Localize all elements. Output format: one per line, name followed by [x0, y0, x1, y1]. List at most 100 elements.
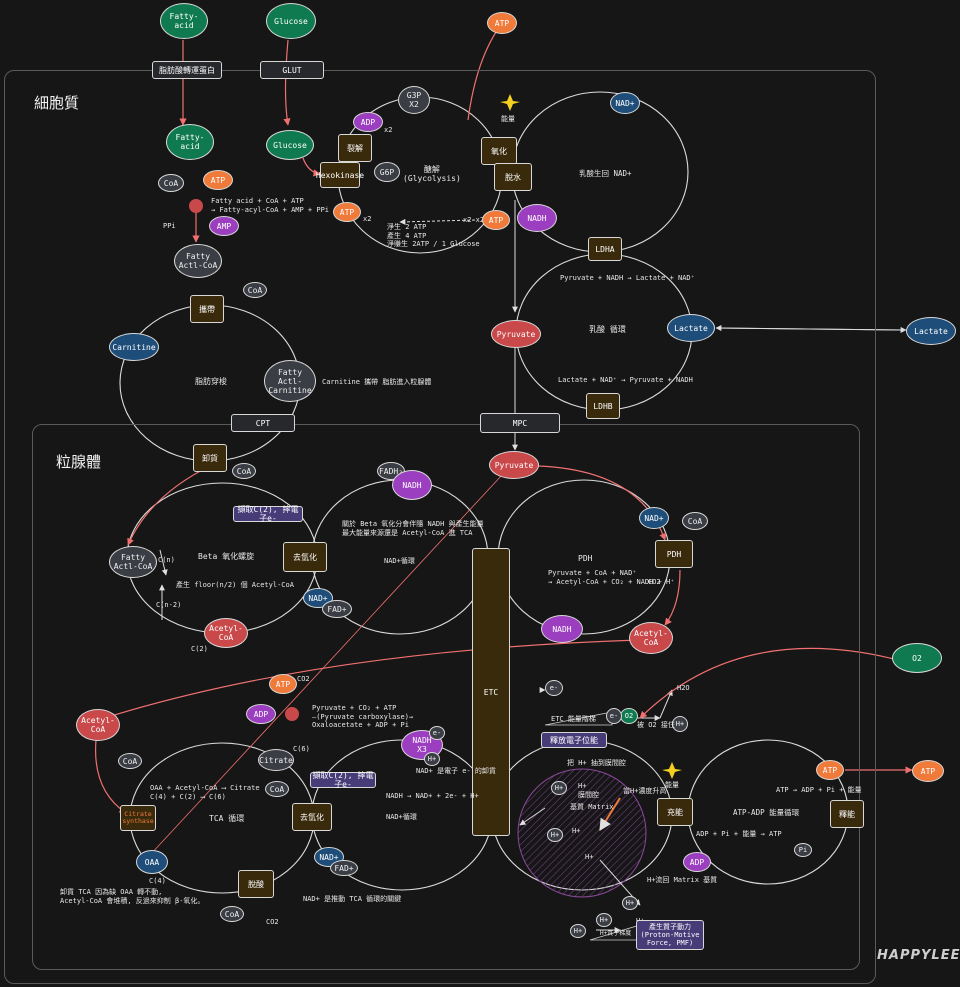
nad-regen-title: 乳酸生回 NAD+ [579, 169, 632, 178]
fatty-acyl-coa-mito: Fatty Actl-CoA [109, 546, 157, 578]
atp-exported: ATP [487, 12, 517, 34]
proton-pump-note: 把 H+ 抽到膜間腔 [567, 759, 626, 767]
tca-extract-step: 擷取C(2), 摔電子e- [310, 771, 376, 789]
c2-label: C(2) [191, 645, 208, 653]
nadh-top: NADH [392, 470, 432, 500]
pmf-box: 產生質子動力 (Proton-Motive Force, PMF) [636, 920, 704, 950]
charge-step: 充能 [657, 798, 693, 826]
mpc-transporter: MPC [480, 413, 560, 433]
c4-label: C(4) [149, 877, 166, 885]
citrate: Citrate [258, 749, 294, 771]
carnitine: Carnitine [109, 333, 159, 361]
etc-energy-label: ETC 能量階梯 [551, 715, 596, 723]
beta-dehydrogenate-step: 去氫化 [283, 542, 327, 572]
brand-logo-text: HAPPYLEE [877, 948, 960, 963]
atp-invest-multiplier: x2 [363, 215, 372, 223]
energy-star-top [500, 94, 520, 111]
atp-cycle-export: ATP [912, 760, 944, 782]
adp-cycle: ADP [683, 852, 711, 872]
hplus-nadh: H+ [424, 752, 440, 766]
fatty-acid-transporter: 脂肪酸轉運蛋白 [152, 61, 222, 79]
release-energy-step: 釋能 [830, 800, 864, 828]
cn-label: C(n) [158, 556, 175, 564]
oxygen-external: O2 [892, 643, 942, 673]
unload-step: 卸貨 [193, 444, 227, 472]
matrix-title: 基質 Matrix [570, 803, 614, 811]
pdh-enzyme: PDH [655, 540, 693, 568]
lactate-cytoplasm: Lactate [667, 314, 715, 342]
mitochondria-region [32, 424, 860, 970]
ldhb-equation: Lactate + NAD⁺ → Pyruvate + NADH [558, 376, 693, 384]
nad-tca-note: NAD+ 是推動 TCA 循環的關鍵 [303, 895, 402, 903]
atp-carboxylation: ATP [269, 674, 297, 694]
etc-bar: ETC [472, 548, 510, 836]
release-potential-step: 釋放電子位能 [541, 732, 607, 748]
glucose-outside: Glucose [266, 3, 316, 39]
tca-inhibition-note: 卸貨 TCA 因為缺 OAA 轉不動, Acetyl-CoA 會堆積, 反過來抑… [60, 888, 205, 905]
cleave-step: 裂解 [338, 134, 372, 162]
carnitine-note: Carnitine 攜帶 脂肪進入粒腺體 [322, 378, 432, 386]
lactate-cycle-title: 乳酸 循環 [589, 325, 626, 334]
carnitine-shuttle-title: 脂肪穿梭 [195, 377, 227, 386]
co2-carboxylation: CO2 [297, 675, 310, 683]
acetyl-coa-tca: Acetyl- CoA [76, 709, 120, 741]
nad-cycle-bottom-title: NAD+循環 [386, 813, 417, 821]
hplus-7: H+ [570, 924, 586, 938]
lactate-external: Lactate [906, 317, 956, 345]
atp-invested: ATP [333, 202, 361, 222]
nadh-pdh: NADH [541, 615, 583, 643]
tca-dehydrogenate-step: 去氫化 [292, 803, 332, 831]
hplus-2: H+ [547, 828, 563, 842]
coa-tca-top: CoA [118, 753, 142, 769]
proton-sequence-label: H+質子梯度 [600, 930, 632, 937]
oxygen-acceptor: O2 [620, 708, 638, 724]
activation-equation: Fatty acid + CoA + ATP → Fatty-acyl-CoA … [211, 197, 330, 214]
energy-star-bottom [662, 762, 682, 779]
g6p: G6P [374, 162, 400, 182]
energy-label-bottom: 能量 [665, 781, 679, 789]
amp-activation: AMP [209, 216, 239, 236]
atp-yield: ATP [482, 210, 510, 230]
beta-oxidation-title: Beta 氧化螺旋 [198, 552, 255, 561]
decarboxylate-step: 脫酸 [238, 870, 274, 898]
energy-label-top: 能量 [501, 115, 515, 123]
fad-beta: FAD+ [322, 600, 352, 618]
fad-tca: FAD+ [330, 860, 358, 876]
pyruvate-to-oaa-arrow [149, 474, 503, 856]
gradient-note: 當H+濃度升高 [623, 787, 667, 795]
coa-activation: CoA [158, 174, 184, 192]
nad-cycle-top-note: 關於 Beta 氧化分會伴隨 NADH 與產生能量 最大能量來源還是 Acety… [342, 520, 484, 537]
atp-synthesis-equation: ADP + Pi + 能量 → ATP [696, 830, 782, 838]
adp-multiplier: x2 [384, 126, 393, 134]
fatty-acid-inside: Fatty- acid [166, 124, 214, 160]
electron-etc-ramp: e- [606, 708, 622, 724]
pyruvate-cytoplasm: Pyruvate [491, 320, 541, 348]
hplus-1: H+ [551, 781, 567, 795]
atp-adp-title: ATP-ADP 能量循環 [733, 808, 800, 817]
coa-returned: CoA [232, 463, 256, 479]
cytoplasm-region [4, 70, 876, 984]
cpt-transporter: CPT [231, 414, 295, 432]
h2o-label: H2O [677, 684, 690, 692]
beta-oxidation-note: 產生 floor(n/2) 個 Acetyl-CoA [176, 581, 294, 589]
carboxylation-node [285, 707, 299, 721]
hplus-4: H+ [585, 853, 594, 861]
acetyl-coa-pdh: Acetyl- CoA [629, 622, 673, 654]
atp-activation: ATP [203, 170, 233, 190]
nad-plus-pdh: NAD+ [639, 507, 669, 529]
coa-tca-citrate: CoA [265, 781, 289, 797]
coa-pdh: CoA [682, 512, 708, 530]
red-arrows [94, 25, 913, 814]
oaa: OAA [136, 850, 168, 874]
pi: Pi [794, 843, 812, 857]
nad-electron-note: NAD+ 是電子 e- 的卸貨 [416, 767, 496, 775]
oxidize-step: 氧化 [481, 137, 517, 165]
nadh-glycolysis: NADH [517, 204, 557, 232]
pdh-equation: Pyruvate + CoA + NAD⁺ → Acetyl-CoA + CO₂… [548, 569, 675, 586]
cn-minus-2-label: C(n-2) [156, 601, 182, 609]
atp-hydrolysis-equation: ATP → ADP + Pi + 能量 [776, 786, 862, 794]
cytoplasm-title: 細胞質 [34, 94, 80, 112]
electron-nadh: e- [429, 726, 445, 740]
glycolysis-summary: 淨生 2 ATP 產生 4 ATP 淨賺生 2ATP / 1 Glucose [387, 223, 480, 248]
nad-cycle-top-title: NAD+循環 [384, 557, 415, 565]
